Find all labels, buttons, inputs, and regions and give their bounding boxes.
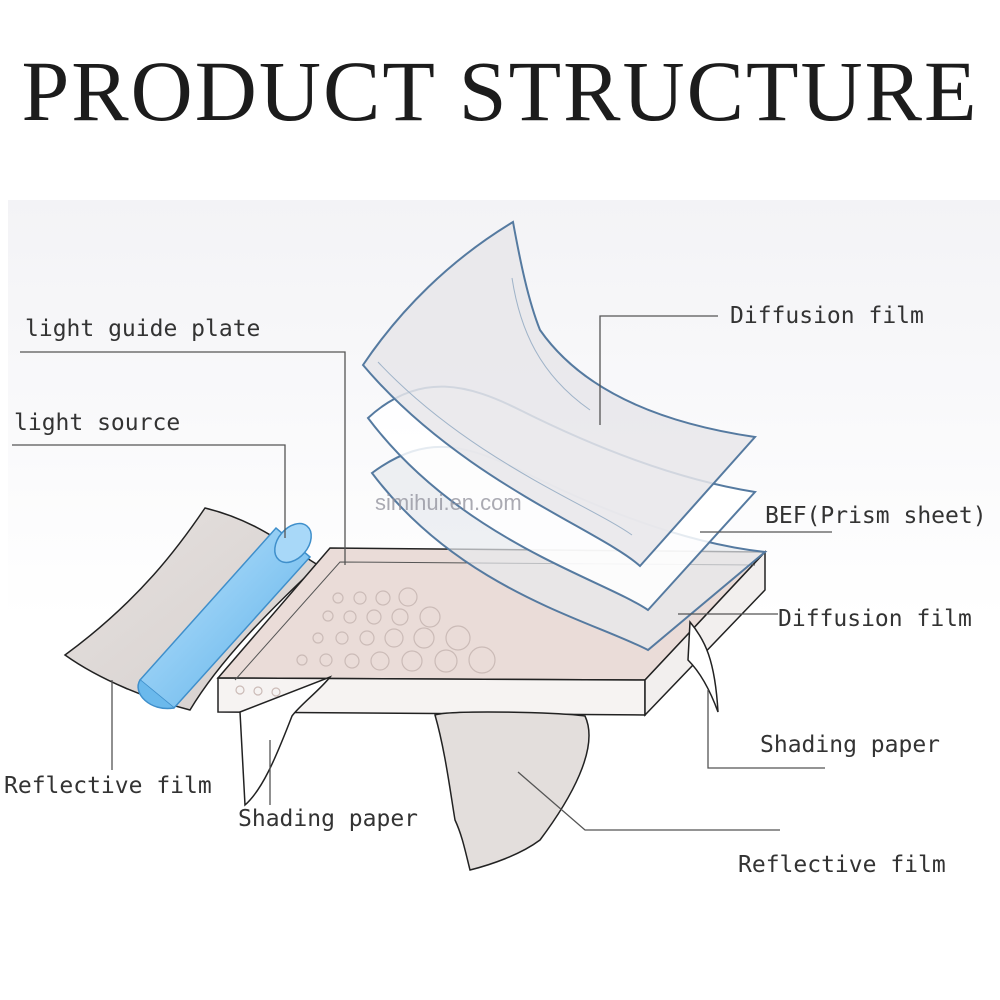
leader-diffusion-film-top — [599, 315, 718, 425]
watermark: simihui.en.com — [375, 490, 522, 515]
dot-pattern — [235, 587, 496, 697]
label-reflective-film-left: Reflective film — [4, 773, 212, 799]
diffusion-film-top-shape — [361, 220, 757, 568]
label-diffusion-film-bottom: Diffusion film — [778, 606, 972, 632]
label-light-source: light source — [14, 410, 181, 436]
label-shading-paper-right: Shading paper — [760, 732, 941, 758]
shading-paper-left-shape — [239, 675, 333, 807]
leader-lines — [12, 315, 832, 831]
reflective-film-right-shape — [434, 711, 590, 871]
label-diffusion-film-top: Diffusion film — [730, 303, 924, 329]
label-shading-paper-left: Shading paper — [238, 806, 419, 832]
leader-shading-paper-right — [707, 690, 825, 769]
leader-light-guide-plate — [20, 351, 346, 565]
light-source-shape — [137, 522, 312, 710]
leader-reflective-film-right — [517, 771, 780, 831]
shading-paper-right-shape — [687, 620, 719, 713]
label-light-guide-plate: light guide plate — [25, 316, 261, 342]
label-reflective-film-right: Reflective film — [738, 852, 946, 878]
leader-light-source — [12, 444, 286, 538]
page-title: PRODUCT STRUCTURE — [21, 43, 979, 139]
label-bef-prism-sheet: BEF(Prism sheet) — [765, 503, 987, 529]
